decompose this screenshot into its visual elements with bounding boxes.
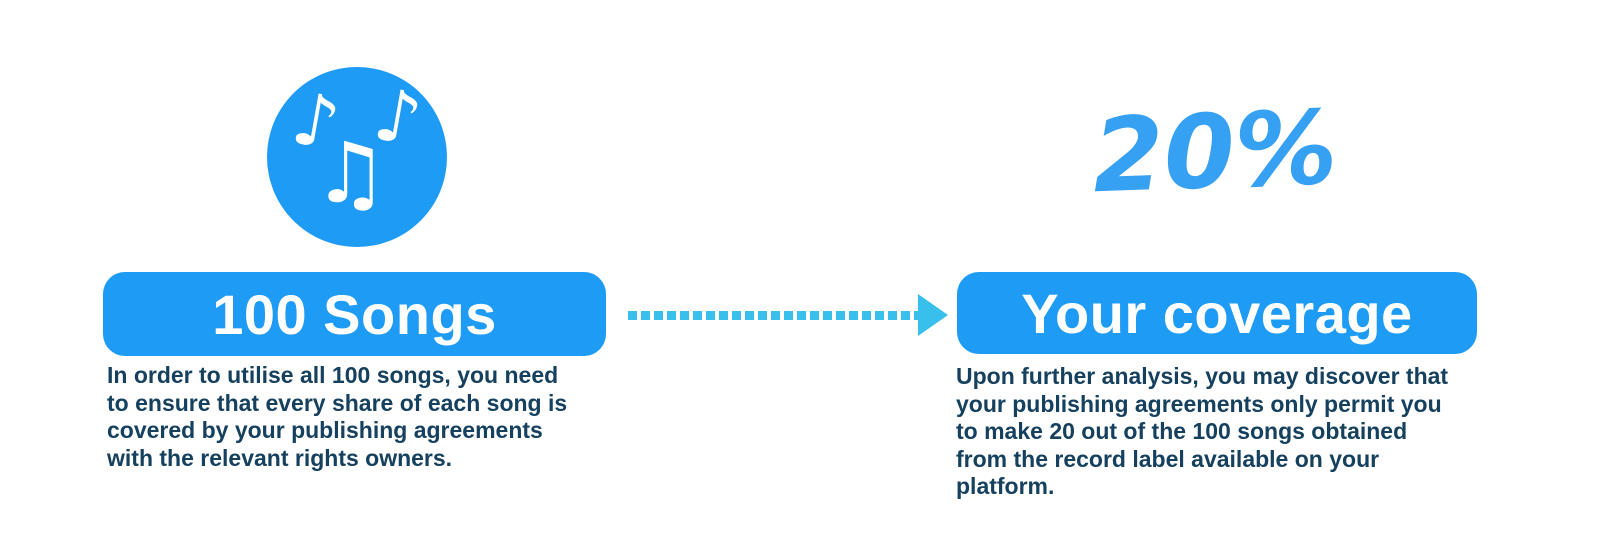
coverage-label: Your coverage bbox=[1021, 281, 1413, 345]
coverage-description: Upon further analysis, you may discover … bbox=[956, 363, 1449, 499]
songs-count-label: 100 Songs bbox=[212, 282, 497, 346]
eighth-note-icon: ♪ bbox=[368, 71, 428, 163]
arrow-head-icon bbox=[918, 294, 948, 336]
coverage-percentage: 20% bbox=[1090, 88, 1340, 217]
arrow-dashes bbox=[628, 311, 918, 320]
songs-count-badge: 100 Songs bbox=[103, 272, 606, 356]
music-notes-icon: ♪ ♫ ♪ bbox=[267, 67, 447, 247]
coverage-badge: Your coverage bbox=[957, 272, 1477, 354]
beamed-notes-icon: ♫ bbox=[313, 124, 389, 222]
songs-description: In order to utilise all 100 songs, you n… bbox=[107, 362, 568, 471]
